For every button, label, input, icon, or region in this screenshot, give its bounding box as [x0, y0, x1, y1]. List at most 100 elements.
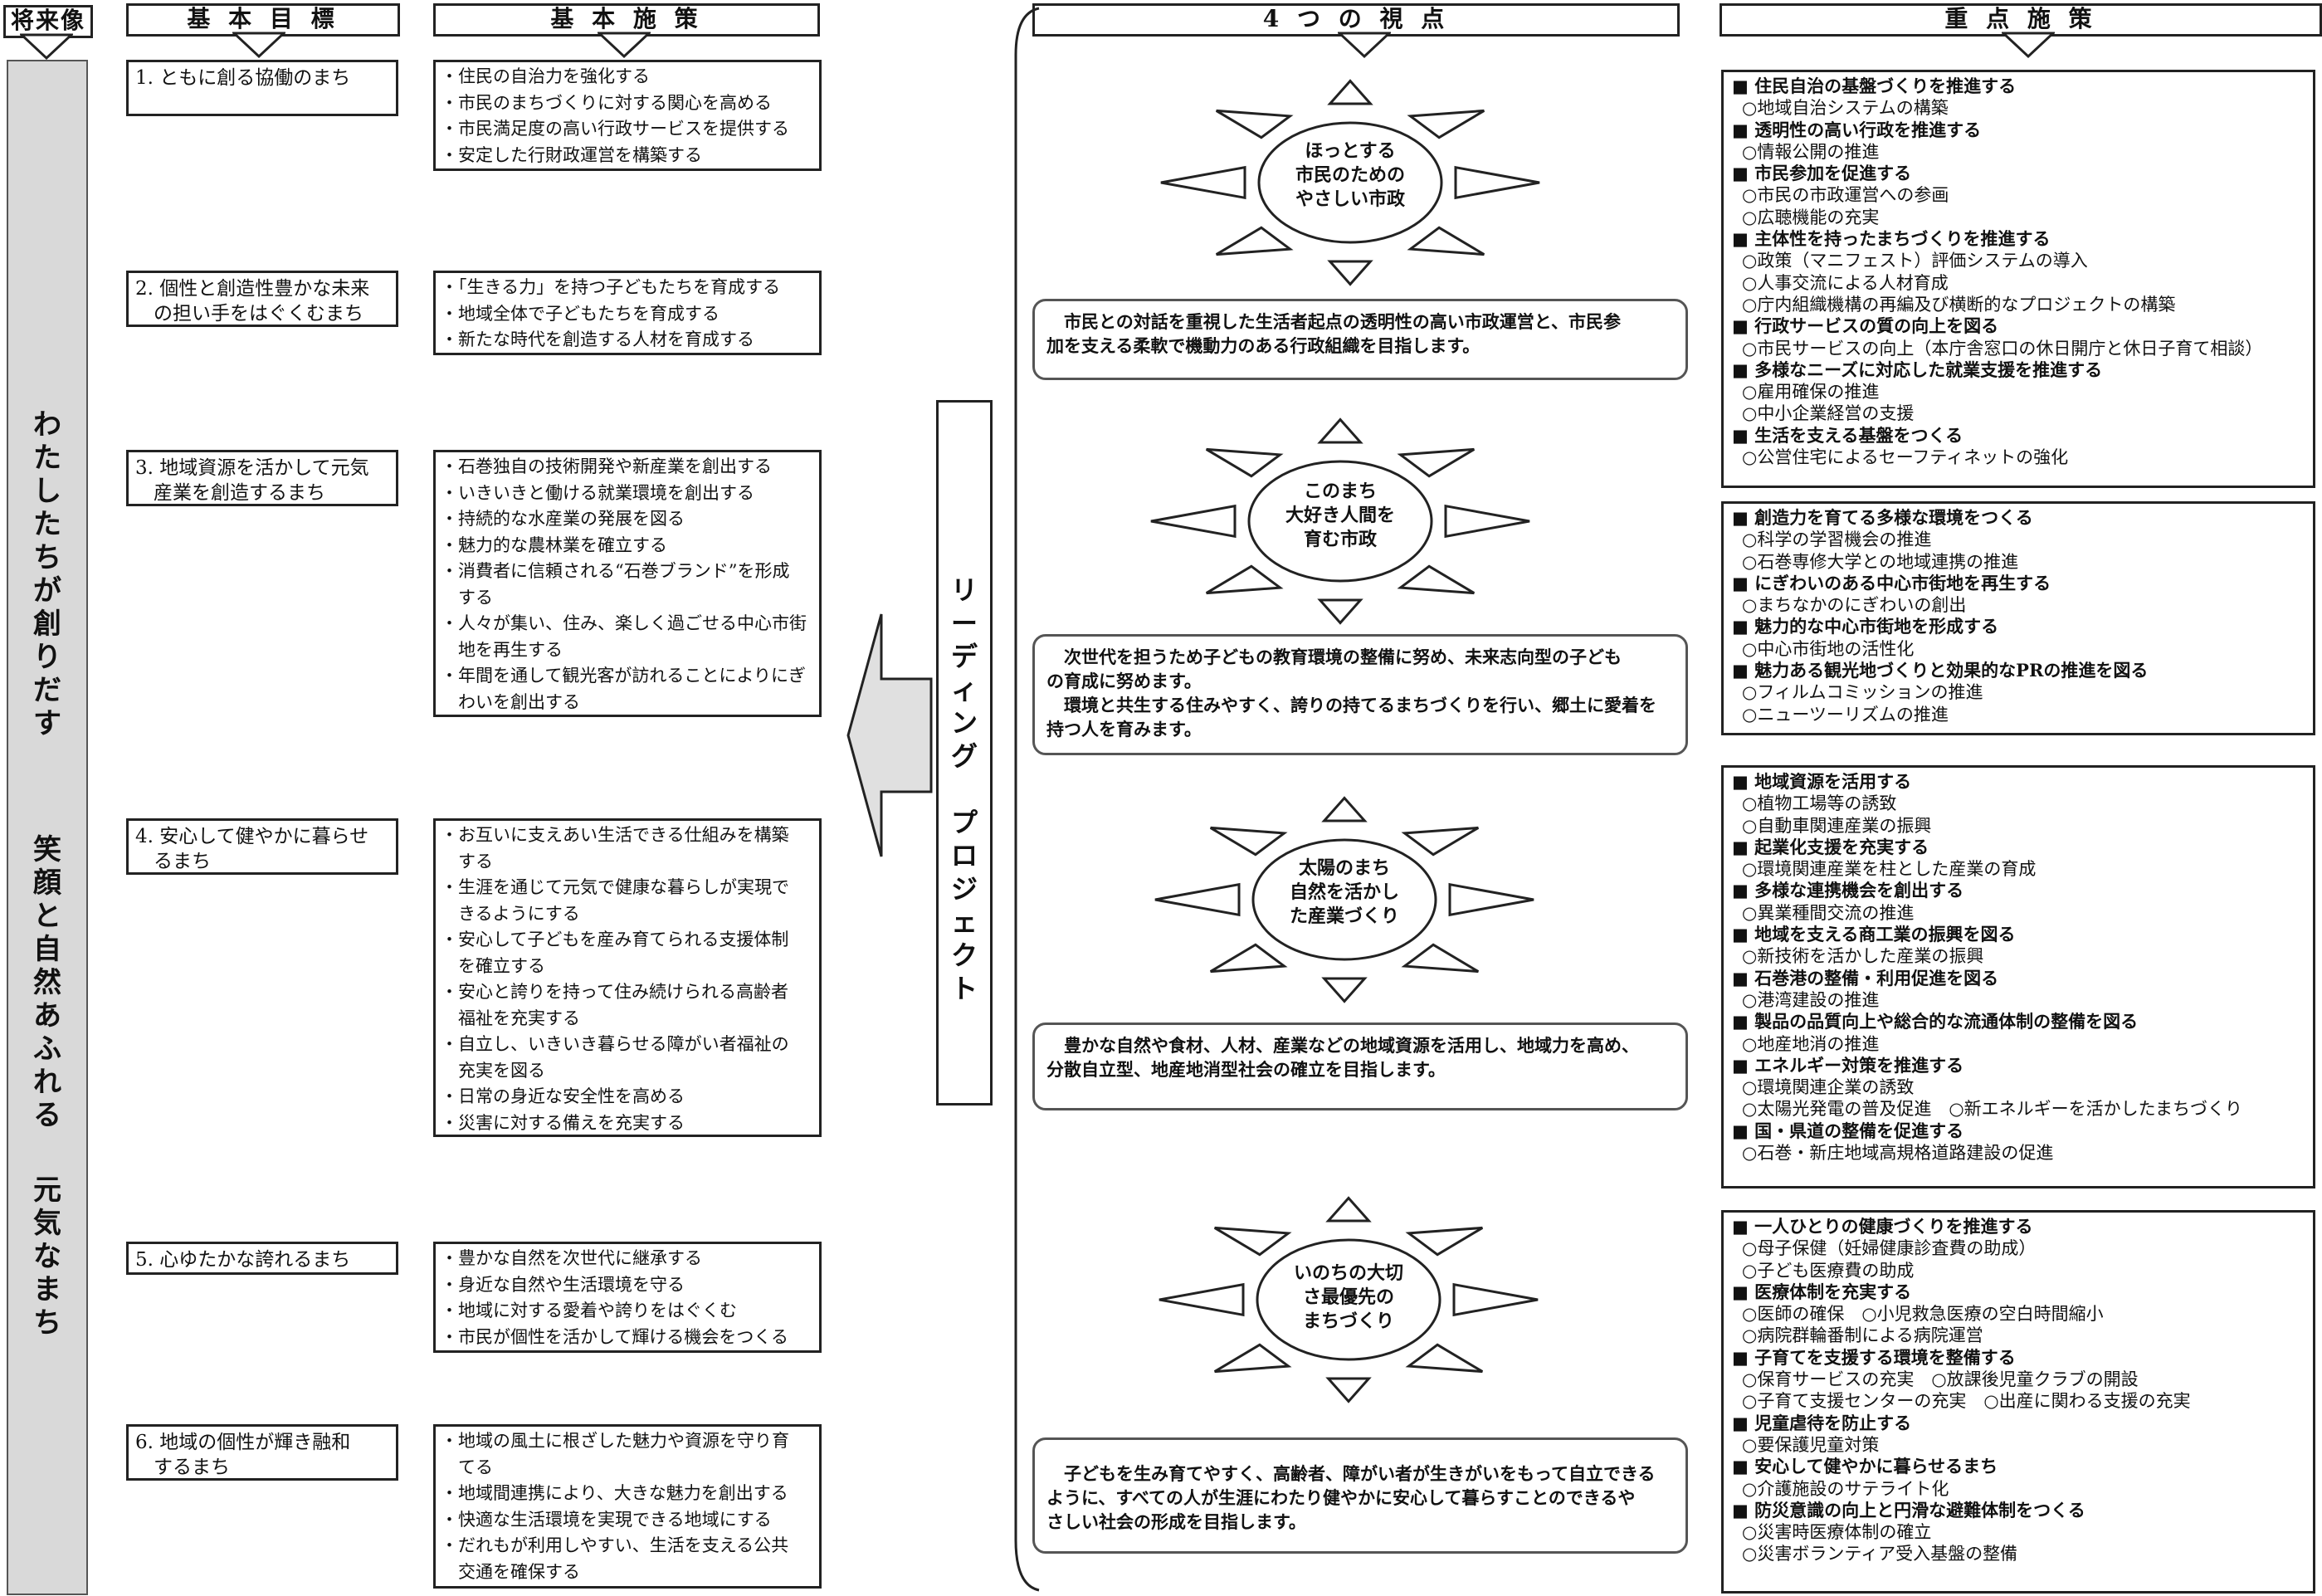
measure-item: ○新技術を活かした産業の振興 — [1742, 946, 1984, 967]
desc-line: 持つ人を育みます。 — [1046, 719, 1202, 739]
sun-label-line: 自然を活かし — [1289, 881, 1399, 903]
policy-item: ・地域に対する愛着や誇りをはぐくむ — [441, 1301, 737, 1320]
goal-line: の担い手をはぐくむまち — [154, 303, 363, 325]
vision-char: が — [33, 574, 61, 608]
measure-item: ○市民の市政運営への参画 — [1742, 185, 1949, 206]
vision-char: あ — [33, 999, 61, 1032]
desc-line: ように、すべての人が生涯にわたり健やかに安心して暮らすことのできるや — [1046, 1487, 1636, 1508]
measure-item: ○母子保健（妊婦健康診査費の助成） — [1742, 1238, 2037, 1259]
policy-item: ・市民満足度の高い行政サービスを提供する — [441, 119, 789, 139]
policy-item: ・石巻独自の技術開発や新産業を創出する — [441, 456, 772, 476]
policy-item: 地を再生する — [441, 639, 563, 660]
goal-box-3: 3. 地域資源を活かして元気 産業を創造するまち — [126, 450, 398, 506]
measure-item: ○まちなかのにぎわいの創出 — [1742, 595, 1967, 616]
header-vision: 将来像 — [3, 5, 93, 38]
policy-item: ・安定した行財政運営を構築する — [441, 144, 702, 165]
measure-item: ○保育サービスの充実 ○放課後児童クラブの開設 — [1742, 1369, 2139, 1390]
leading-project-char: リ — [950, 574, 978, 606]
sun-shape-2 — [1150, 417, 1530, 625]
desc-line: の育成に努めます。 — [1046, 671, 1202, 691]
policy-item: する — [441, 587, 493, 608]
measure-item: ○情報公開の推進 — [1742, 141, 1880, 162]
sun-ray — [1448, 882, 1534, 917]
goal-line: 3. 地域資源を活かして元気 — [135, 457, 369, 479]
sun-label-4: いのちの大切 さ最優先の まちづくり — [1257, 1262, 1440, 1334]
vision-char: た — [33, 442, 61, 475]
measure-item: ○人事交流による人材育成 — [1742, 272, 1949, 293]
vision-char: 笑 — [33, 833, 61, 866]
sun-ray — [1209, 943, 1288, 974]
measure-heading: ■ にぎわいのある中心市街地を再生する — [1732, 572, 2051, 593]
measures-box-3: ■ 地域資源を活用する○植物工場等の誘致○自動車関連産業の振興■ 起業化支援を充… — [1721, 765, 2315, 1188]
policy-item: ・持続的な水産業の発展を図る — [441, 509, 685, 529]
measure-item: ○雇用確保の推進 — [1742, 382, 1880, 403]
vision-char: と — [33, 900, 61, 933]
vision-char: 然 — [33, 966, 61, 999]
sun-ray — [1213, 1343, 1292, 1374]
policy-item: を確立する — [441, 955, 545, 976]
measure-heading: ■ 多様な連携機会を創出する — [1732, 880, 1964, 901]
policy-item: ・人々が集い、住み、楽しく過ごせる中心市街 — [441, 613, 807, 633]
goal-box-1: 1. ともに創る協働のまち — [126, 60, 398, 116]
vision-line-2: 笑顔と自然あふれる — [8, 833, 86, 1132]
sun-shape-4 — [1159, 1196, 1539, 1403]
measure-item: ○環境関連企業の誘致 — [1742, 1077, 1915, 1098]
policy-item: 福祉を充実する — [441, 1008, 580, 1028]
measure-heading: ■ 生活を支える基盤をつくる — [1732, 424, 1963, 446]
sun-ray — [1213, 1226, 1292, 1257]
sun-ray — [1397, 564, 1476, 595]
vision-char: ち — [33, 541, 61, 574]
policy-box-5: ・豊かな自然を次世代に継承する・身近な自然や生活環境を守る・地域に対する愛着や誇… — [433, 1242, 822, 1353]
vision-column: わたしたちが創りだす 笑顔と自然あふれる 元気なまち — [7, 60, 88, 1595]
policy-item: ・魅力的な農林業を確立する — [441, 534, 667, 555]
vision-char: だ — [33, 674, 61, 707]
sun-label-line: このまち — [1303, 481, 1377, 502]
measures-box-4: ■ 一人ひとりの健康づくりを推進する○母子保健（妊婦健康診査費の助成）○子ども医… — [1721, 1210, 2315, 1594]
measure-item: ○異業種間交流の推進 — [1742, 902, 1915, 923]
vision-char: し — [33, 475, 61, 508]
measure-item: ○公営住宅によるセーフティネットの強化 — [1742, 447, 2069, 468]
vision-char: た — [33, 508, 61, 541]
sun-ray — [1317, 417, 1363, 444]
desc-line: 分散自立型、地産地消型社会の確立を目指します。 — [1046, 1059, 1446, 1080]
policy-item: ・日常の身近な安全性を高める — [441, 1086, 685, 1106]
measure-heading: ■ 地域資源を活用する — [1732, 771, 1912, 792]
measure-item: ○要保護児童対策 — [1742, 1434, 1880, 1455]
desc-line: 市民との対話を重視した生活者起点の透明性の高い市政運営と、市民参 — [1046, 311, 1621, 332]
sun-label-line: 大好き人間を — [1285, 505, 1395, 526]
goal-line: するまち — [154, 1457, 230, 1478]
policy-item: ・住民の自治力を強化する — [441, 66, 650, 86]
desc-line: 子どもを生み育てやすく、高齢者、障がい者が生きがいをもって自立できる — [1046, 1463, 1656, 1484]
policy-item: ・「生きる力」を持つ子どもたちを育成する — [441, 277, 781, 297]
header-viewpoints-arrow — [1338, 32, 1391, 59]
policy-item: ・年間を通して観光客が訪れることによりにぎ — [441, 666, 806, 686]
policy-item: ・市民のまちづくりに対する関心を高める — [441, 92, 772, 113]
leading-project-char: デ — [950, 641, 978, 672]
measure-heading: ■ 行政サービスの質の向上を図る — [1732, 315, 1999, 337]
goal-line: 4. 安心して健やかに暮らせ — [135, 826, 369, 847]
sun-ray — [1205, 447, 1284, 478]
policy-item: 交通を確保する — [441, 1561, 580, 1582]
leading-project-char: ジ — [950, 873, 978, 905]
measure-heading: ■ 主体性を持ったまちづくりを推進する — [1732, 228, 2051, 250]
measure-item: ○子ども医療費の助成 — [1742, 1260, 1915, 1281]
measure-heading: ■ 子育てを支援する環境を整備する — [1732, 1346, 2016, 1368]
measure-heading: ■ 透明性の高い行政を推進する — [1732, 119, 1982, 140]
measure-item: ○環境関連産業を柱とした産業の育成 — [1742, 859, 2037, 880]
measure-item: ○太陽光発電の普及促進 ○新エネルギーを活かしたまちづくり — [1742, 1099, 2243, 1120]
leading-project-char: ロ — [950, 840, 978, 871]
sun-ellipse — [1247, 460, 1433, 583]
measure-item: ○災害時医療体制の確立 — [1742, 1522, 1932, 1543]
leading-project-char: グ — [950, 740, 978, 772]
policy-box-2: ・「生きる力」を持つ子どもたちを育成する・地域全体で子どもたちを育成する・新たな… — [433, 271, 822, 355]
measure-heading: ■ エネルギー対策を推進する — [1732, 1054, 1964, 1076]
goal-line: 産業を創造するまち — [154, 482, 325, 504]
header-policies: 基 本 施 策 — [433, 3, 820, 37]
goal-box-5: 5. 心ゆたかな誇れるまち — [126, 1242, 398, 1275]
measure-item: ○地域自治システムの構築 — [1742, 98, 1949, 119]
sun-ray — [1407, 109, 1485, 139]
sun-ray — [1205, 564, 1284, 595]
sun-label-line: いのちの大切 — [1293, 1262, 1403, 1284]
vision-char: 顔 — [33, 866, 61, 900]
sun-label-line: やさしい市政 — [1295, 188, 1405, 210]
